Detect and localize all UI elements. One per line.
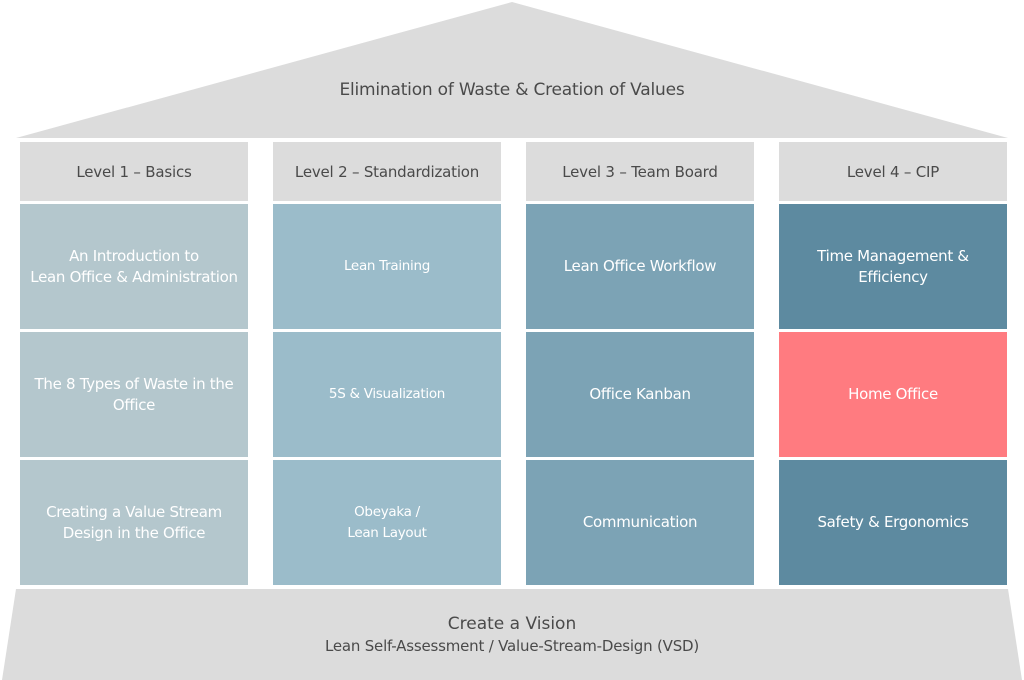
pillar-cell: Lean Office Workflow xyxy=(526,204,754,329)
pillar-cell-label: An Introduction to Lean Office & Adminis… xyxy=(30,246,238,286)
column-level-3: Level 3 – Team Board Lean Office Workflo… xyxy=(526,142,754,586)
pillar-cell-label: Communication xyxy=(582,513,698,531)
pillar-cell: Communication xyxy=(526,460,754,585)
column-header: Level 2 – Standardization xyxy=(273,142,501,201)
column-level-4: Level 4 – CIP Time Management & Efficien… xyxy=(779,142,1007,586)
pillar-cell-label: 5S & Visualization xyxy=(328,386,446,402)
pillar-cell: Creating a Value Stream Design in the Of… xyxy=(20,460,248,585)
pillar-cell: Lean Training xyxy=(273,204,501,329)
pillar-cell-label: Lean Training xyxy=(343,258,431,274)
pillar-cell: Obeyaka / Lean Layout xyxy=(273,460,501,585)
pillar-cell: An Introduction to Lean Office & Adminis… xyxy=(20,204,248,329)
pillar-cell-label: Lean Office Workflow xyxy=(563,257,717,275)
pillar-cell-label: Obeyaka / Lean Layout xyxy=(347,503,427,541)
pillar-cell: The 8 Types of Waste in the Office xyxy=(20,332,248,457)
pillar-cell: Office Kanban xyxy=(526,332,754,457)
column-header: Level 3 – Team Board xyxy=(526,142,754,201)
pillar-cell-label: Office Kanban xyxy=(589,385,691,403)
pillar-cell-label: Creating a Value Stream Design in the Of… xyxy=(46,502,222,542)
pillar-cell-label: Home Office xyxy=(848,385,938,403)
pillar-cell: Safety & Ergonomics xyxy=(779,460,1007,585)
roof xyxy=(0,0,1024,140)
column-level-2: Level 2 – Standardization Lean Training … xyxy=(273,142,501,586)
foundation-subtitle: Lean Self-Assessment / Value-Stream-Desi… xyxy=(324,637,700,655)
pillar-cell-label: The 8 Types of Waste in the Office xyxy=(34,374,234,414)
pillar-cell: 5S & Visualization xyxy=(273,332,501,457)
foundation-shape xyxy=(2,589,1022,680)
column-header: Level 4 – CIP xyxy=(779,142,1007,201)
roof-shape xyxy=(16,2,1008,138)
column-level-1: Level 1 – Basics An Introduction to Lean… xyxy=(20,142,248,586)
roof-title: Elimination of Waste & Creation of Value… xyxy=(339,80,685,100)
pillar-cell: Time Management & Efficiency xyxy=(779,204,1007,329)
pillar-cell-highlighted: Home Office xyxy=(779,332,1007,457)
foundation xyxy=(0,588,1024,680)
pillar-cell-label: Safety & Ergonomics xyxy=(817,513,969,531)
pillar-cell-label: Time Management & Efficiency xyxy=(817,246,969,286)
foundation-title: Create a Vision xyxy=(447,614,577,634)
column-header: Level 1 – Basics xyxy=(20,142,248,201)
